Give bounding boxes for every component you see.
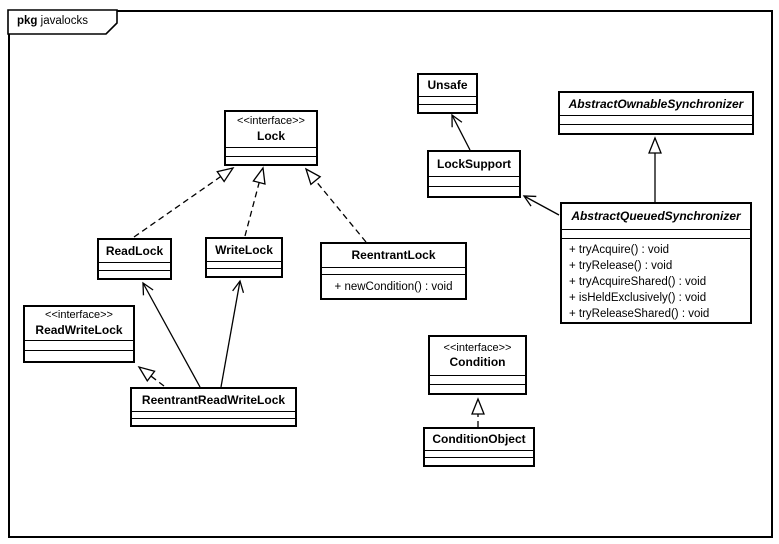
class-writelock-header: WriteLock <box>207 239 281 261</box>
operations-compartment: + tryAcquire() : void + tryRelease() : v… <box>562 238 750 322</box>
class-name: ReentrantLock <box>351 248 436 262</box>
class-unsafe: Unsafe <box>417 73 478 114</box>
class-abstract-queued-synchronizer: AbstractQueuedSynchronizer + tryAcquire(… <box>560 202 752 324</box>
class-conditionobject: ConditionObject <box>423 427 535 467</box>
class-name: LockSupport <box>437 156 511 171</box>
attributes-compartment <box>429 176 519 186</box>
class-conditionobject-header: ConditionObject <box>425 429 533 450</box>
package-tab-label: pkg javalocks <box>17 15 88 27</box>
operations-compartment <box>25 350 133 361</box>
operations-compartment <box>429 186 519 196</box>
class-readlock: ReadLock <box>97 238 172 280</box>
operations-compartment <box>425 457 533 465</box>
attributes-compartment <box>25 340 133 350</box>
method-isheldexclusively: + isHeldExclusively() : void <box>569 292 707 304</box>
attributes-compartment <box>226 147 316 156</box>
operations-compartment <box>560 124 752 133</box>
class-name: ConditionObject <box>432 432 526 446</box>
stereotype-label: <<interface>> <box>443 341 512 354</box>
method-tryrelease: + tryRelease() : void <box>569 260 673 272</box>
class-name: AbstractOwnableSynchronizer <box>568 96 744 111</box>
class-reentrantreadwritelock: ReentrantReadWriteLock <box>130 387 297 427</box>
class-locksupport: LockSupport <box>427 150 521 198</box>
operations-compartment <box>132 418 295 425</box>
class-name: ReentrantReadWriteLock <box>141 392 286 407</box>
class-aos-header: AbstractOwnableSynchronizer <box>560 93 752 115</box>
package-frame <box>8 10 773 538</box>
operations-compartment <box>99 270 170 278</box>
class-reentrantlock: ReentrantLock + newCondition() : void <box>320 242 467 300</box>
class-lock-header: <<interface>> Lock <box>226 112 316 147</box>
attributes-compartment <box>425 450 533 457</box>
class-readwritelock-header: <<interface>> ReadWriteLock <box>25 307 133 340</box>
attributes-compartment <box>99 262 170 270</box>
class-locksupport-header: LockSupport <box>429 152 519 176</box>
operations-compartment <box>207 268 281 276</box>
attributes-compartment <box>132 411 295 418</box>
attributes-compartment <box>562 229 750 238</box>
class-abstract-ownable-synchronizer: AbstractOwnableSynchronizer <box>558 91 754 135</box>
attributes-compartment <box>207 261 281 268</box>
class-name: ReadLock <box>105 243 164 258</box>
class-name: WriteLock <box>215 242 273 257</box>
attributes-compartment <box>560 115 752 124</box>
class-lock: <<interface>> Lock <box>224 110 318 166</box>
attributes-compartment <box>430 375 525 384</box>
class-name: ReadWriteLock <box>35 322 123 337</box>
package-keyword: pkg <box>17 15 38 27</box>
attributes-compartment <box>419 96 476 104</box>
operations-compartment <box>226 156 316 164</box>
attributes-compartment <box>322 267 465 274</box>
operations-compartment: + newCondition() : void <box>322 274 465 298</box>
method-newcondition: + newCondition() : void <box>334 280 453 293</box>
method-tryacquire: + tryAcquire() : void <box>569 244 670 256</box>
class-name: Condition <box>449 355 506 370</box>
class-condition: <<interface>> Condition <box>428 335 527 395</box>
class-reentrantlock-header: ReentrantLock <box>322 244 465 267</box>
stereotype-label: <<interface>> <box>237 115 305 128</box>
method-tryreleaseshared: + tryReleaseShared() : void <box>569 308 710 320</box>
class-name: Lock <box>256 128 285 143</box>
class-readwritelock: <<interface>> ReadWriteLock <box>23 305 135 363</box>
class-readlock-header: ReadLock <box>99 240 170 262</box>
operations-compartment <box>419 104 476 112</box>
class-name: Unsafe <box>427 78 468 92</box>
class-writelock: WriteLock <box>205 237 283 278</box>
class-name: AbstractQueuedSynchronizer <box>571 209 741 223</box>
package-name: javalocks <box>40 15 88 27</box>
class-aqs-header: AbstractQueuedSynchronizer <box>562 204 750 229</box>
stereotype-label: <<interface>> <box>45 309 113 322</box>
class-condition-header: <<interface>> Condition <box>430 337 525 375</box>
class-rrwl-header: ReentrantReadWriteLock <box>132 389 295 411</box>
class-unsafe-header: Unsafe <box>419 75 476 96</box>
method-tryacquireshared: + tryAcquireShared() : void <box>569 276 707 288</box>
operations-compartment <box>430 384 525 393</box>
